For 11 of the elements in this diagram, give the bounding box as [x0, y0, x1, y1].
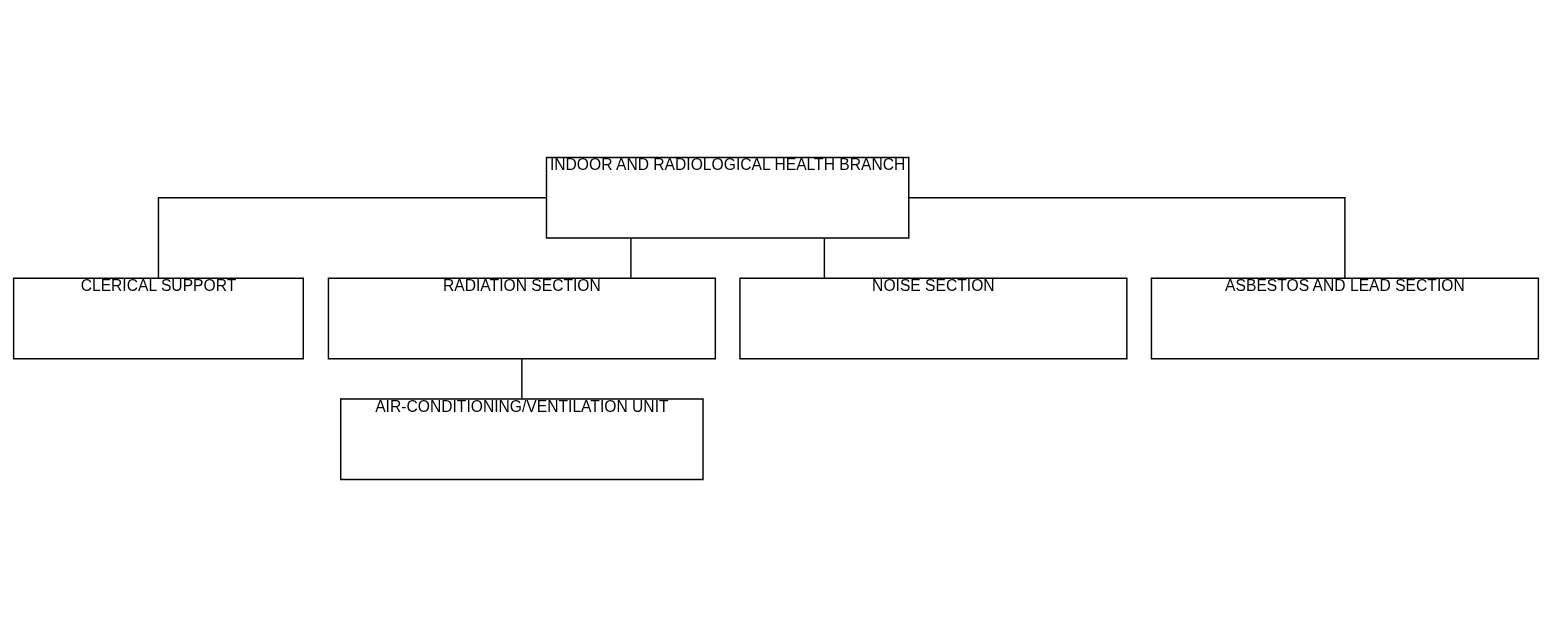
node-box: INDOOR AND RADIOLOGICAL HEALTH BRANCH: [545, 156, 909, 239]
connector: [157, 196, 547, 279]
node-box: AIR-CONDITIONING/VENTILATION UNIT: [339, 397, 704, 480]
connector: [520, 357, 523, 399]
node-box: ASBESTOS AND LEAD SECTION: [1150, 277, 1539, 359]
connector: [823, 237, 825, 279]
node-box: NOISE SECTION: [738, 277, 1128, 359]
connector: [907, 196, 1346, 279]
node-box: RADIATION SECTION: [327, 277, 716, 359]
connector: [629, 237, 632, 279]
node-box: CLERICAL SUPPORT: [12, 277, 304, 359]
